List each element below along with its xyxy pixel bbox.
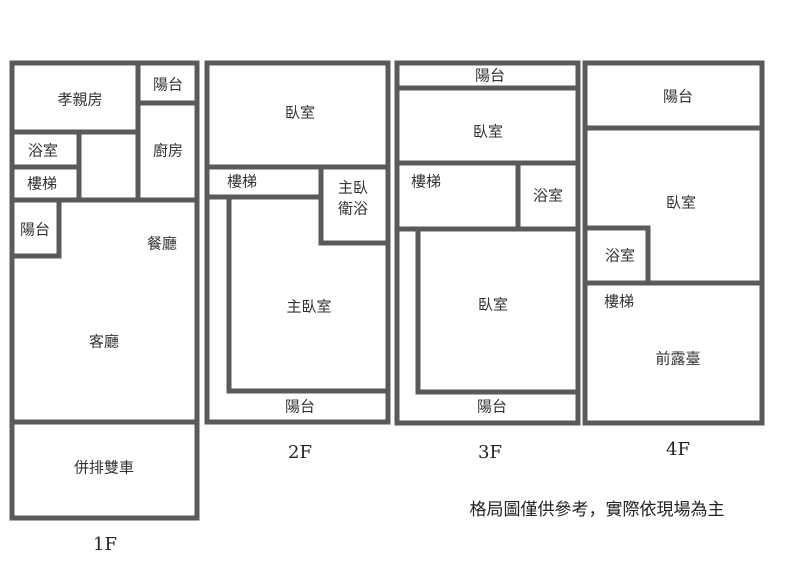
room-bath: 浴室 [605,247,635,265]
room-bath: 浴室 [533,187,563,205]
room-balcony-top: 陽台 [475,67,505,85]
room-elder-room: 孝親房 [57,91,102,109]
wall-outer-4f [582,60,765,426]
room-balcony: 陽台 [663,88,693,106]
room-balcony: 陽台 [285,398,315,416]
floor-1f-plan: 孝親房 陽台 浴室 樓梯 廚房 陽台 餐廳 客廳 併排雙車 [9,60,200,521]
room-stairs: 樓梯 [604,293,634,311]
room-bedroom: 臥室 [285,104,315,122]
wall-outer-3f [394,60,581,426]
room-balcony-top: 陽台 [153,76,183,94]
room-dining: 餐廳 [147,235,177,253]
floor-label-4f: 4F [666,439,690,460]
room-master-bedroom: 主臥室 [286,298,331,316]
walls-4f [582,125,765,286]
floor-label-2f: 2F [288,442,312,463]
room-garage: 併排雙車 [74,459,134,477]
walls-2f [204,164,391,394]
room-bath: 浴室 [28,142,58,160]
room-balcony-left: 陽台 [20,221,50,239]
room-living: 客廳 [89,333,119,351]
floor-label-3f: 3F [478,442,502,463]
room-terrace: 前露臺 [655,350,700,368]
room-master-bath-line1: 主臥 [338,179,368,197]
room-stairs: 樓梯 [227,173,257,191]
room-stairs: 樓梯 [27,175,57,193]
room-bedroom: 臥室 [666,194,696,212]
room-stairs: 樓梯 [411,173,441,191]
room-bedroom-top: 臥室 [473,123,503,141]
floor-4f-plan: 陽台 臥室 浴室 樓梯 前露臺 [582,60,765,426]
walls-3f [394,85,581,395]
floor-2f-plan: 臥室 樓梯 主臥 衛浴 主臥室 陽台 [204,60,391,425]
room-bedroom: 臥室 [478,296,508,314]
floor-label-1f: 1F [93,534,117,555]
room-master-bath-line2: 衛浴 [338,200,368,218]
wall-outer-1f [9,60,200,521]
room-balcony-bottom: 陽台 [477,398,507,416]
room-kitchen: 廚房 [153,142,183,160]
disclaimer-note: 格局圖僅供參考，實際依現場為主 [470,500,725,520]
walls-1f [9,60,200,425]
floor-3f-plan: 陽台 臥室 樓梯 浴室 臥室 陽台 [394,60,581,426]
